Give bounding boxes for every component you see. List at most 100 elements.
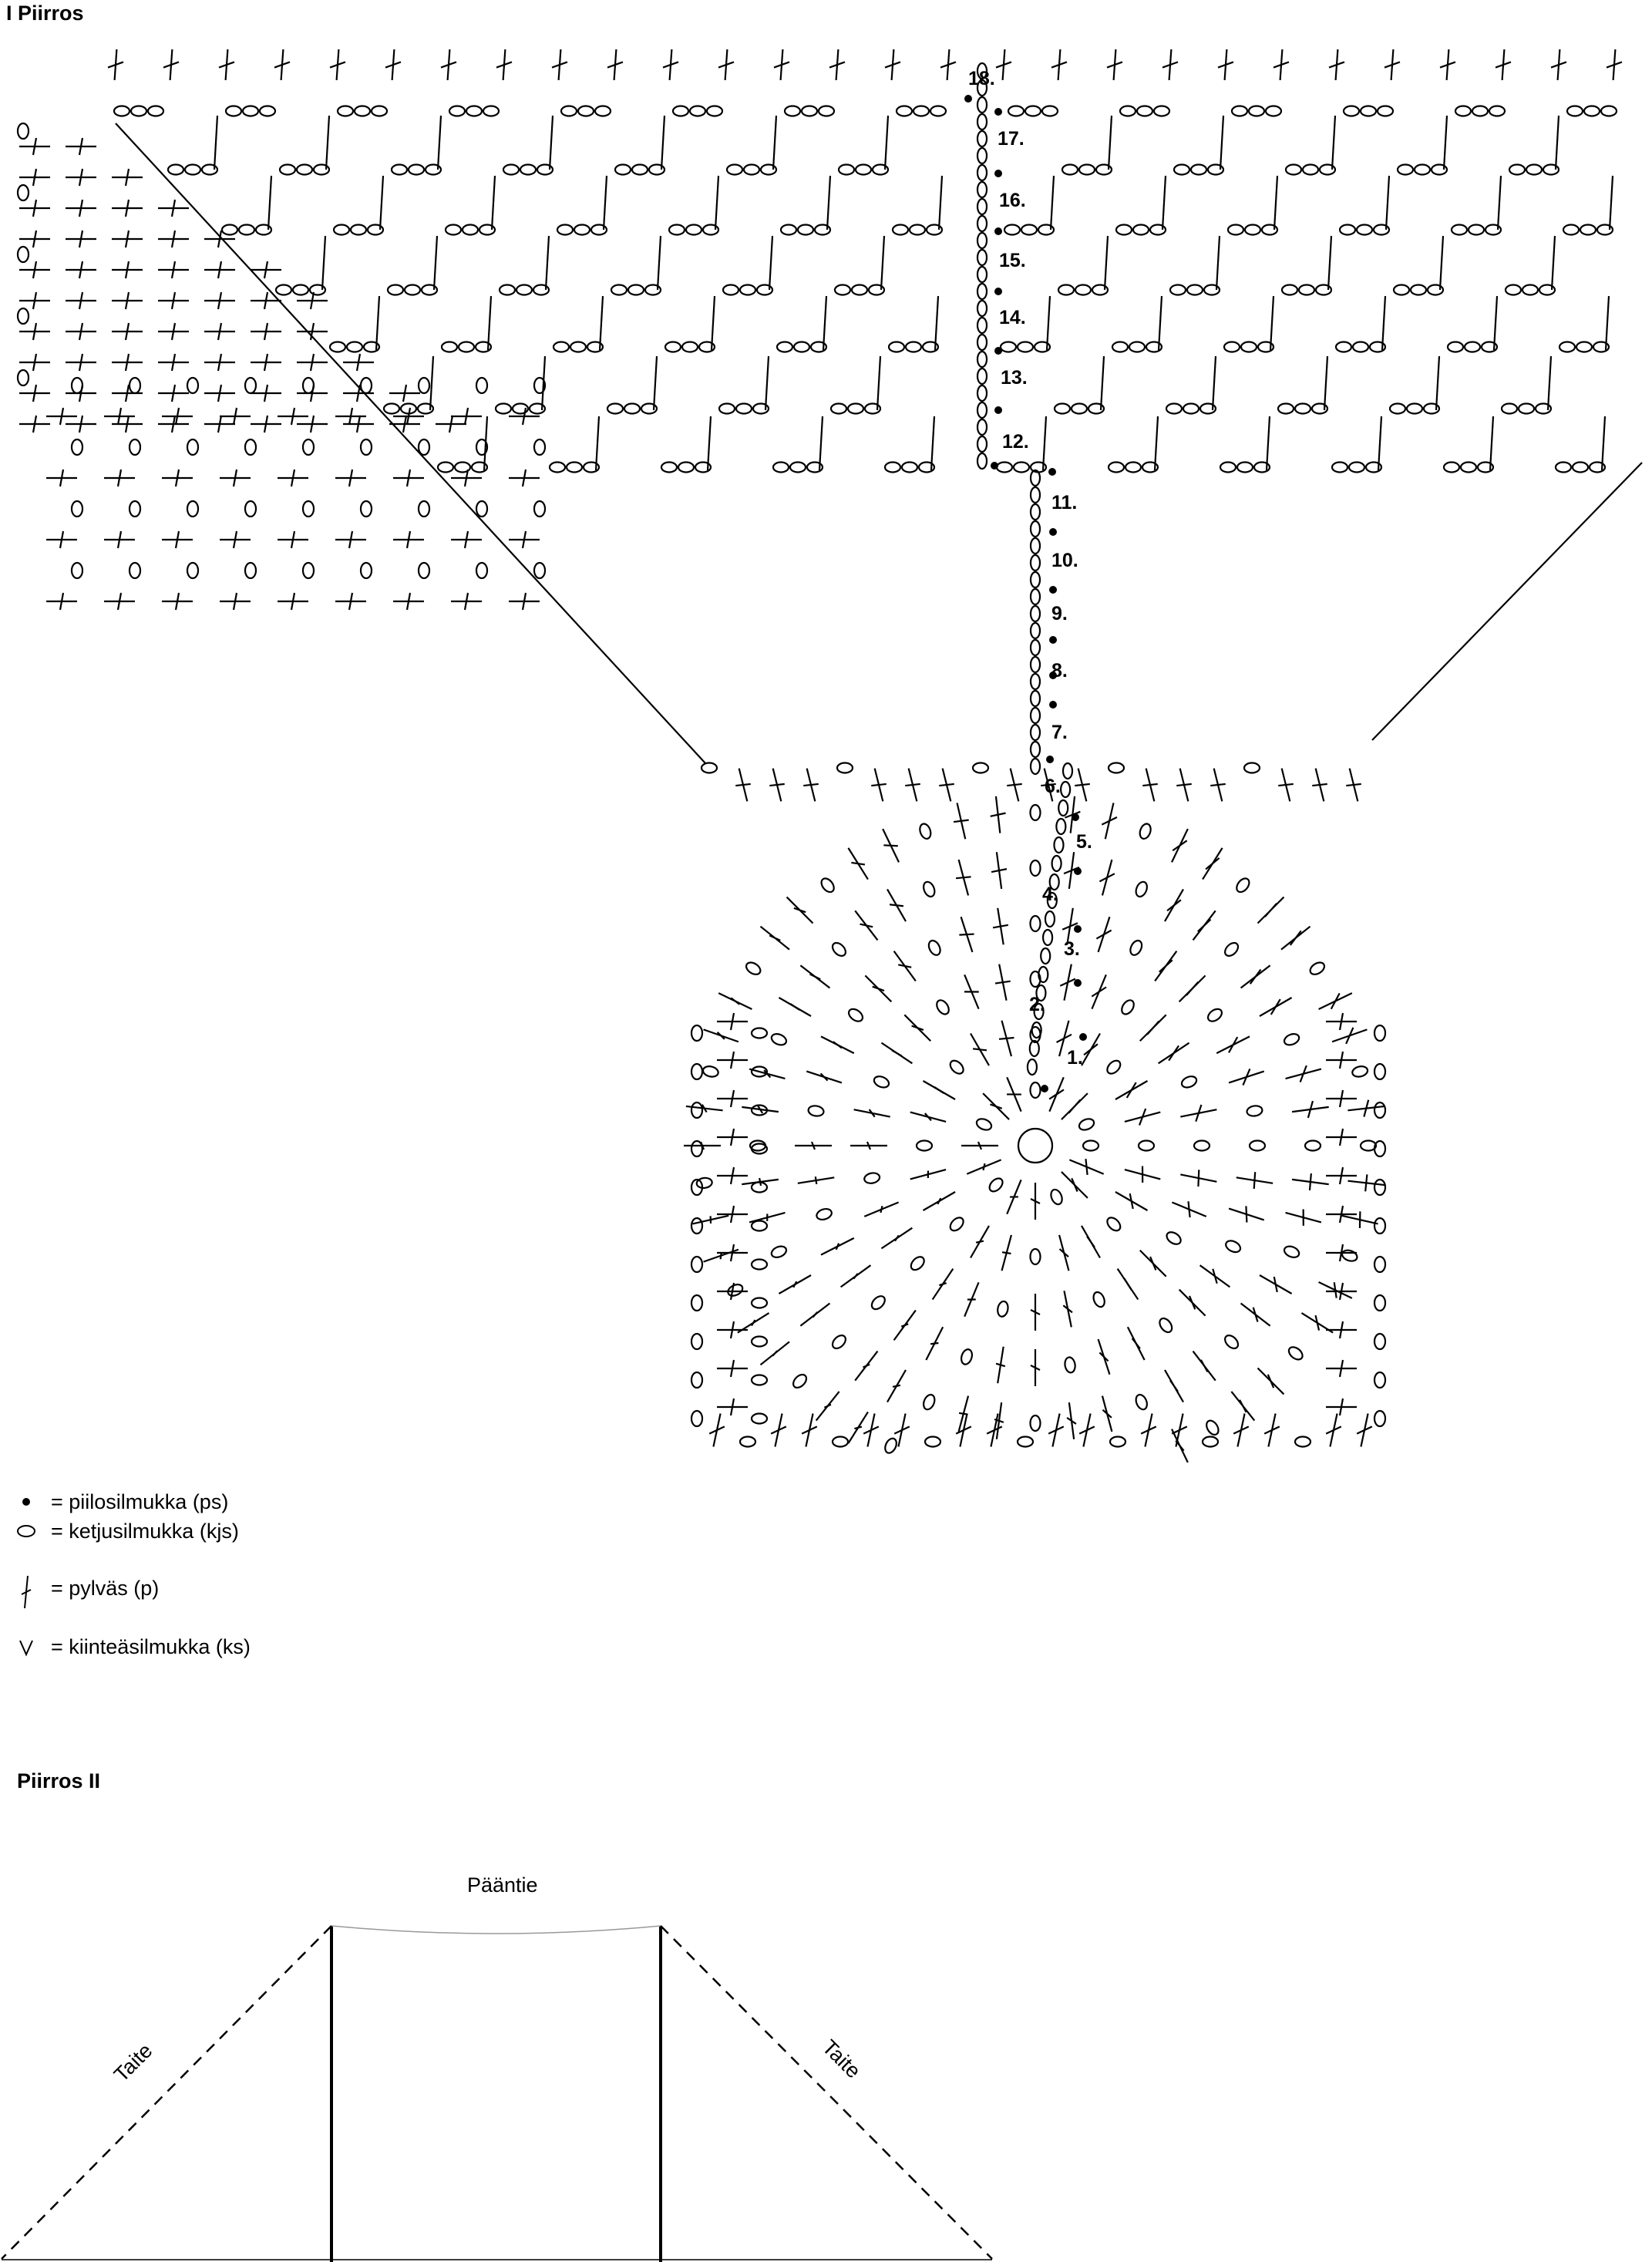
stick-icon <box>964 1281 980 1318</box>
stick-icon <box>1124 1108 1161 1126</box>
oval-icon <box>820 877 835 894</box>
stick-icon <box>1161 175 1167 231</box>
oval-icon <box>1180 1075 1198 1089</box>
oval-icon <box>976 231 988 250</box>
stick-icon <box>829 49 846 81</box>
oval-icon <box>1119 105 1137 117</box>
stick-icon <box>440 49 457 81</box>
dot-icon <box>994 170 1002 177</box>
stick-icon <box>1285 1065 1322 1082</box>
stick-icon <box>112 199 143 217</box>
stick-icon <box>1171 1429 1189 1463</box>
oval-icon <box>806 461 824 473</box>
oval-icon <box>850 284 869 296</box>
stick-icon <box>995 1346 1006 1384</box>
stick-icon <box>1065 796 1081 833</box>
oval-icon <box>1050 1188 1063 1206</box>
oval-icon <box>895 105 913 117</box>
oval-icon <box>887 341 906 353</box>
stick-icon <box>19 415 50 433</box>
oval-icon <box>702 224 720 236</box>
oval-icon <box>690 1139 704 1158</box>
row-number: 15. <box>999 250 1026 271</box>
oval-icon <box>533 561 547 580</box>
stick-icon <box>893 950 917 982</box>
oval-icon <box>1003 224 1021 236</box>
oval-icon <box>1442 461 1461 473</box>
oval-icon <box>1106 1217 1122 1232</box>
oval-icon <box>1248 1139 1267 1152</box>
oval-icon <box>631 163 649 176</box>
oval-icon <box>301 438 315 456</box>
stick-icon <box>1348 1099 1385 1117</box>
oval-icon <box>359 438 373 456</box>
stick-icon <box>274 49 291 81</box>
oval-icon <box>17 1525 35 1537</box>
stick-icon <box>1273 175 1279 231</box>
oval-icon <box>1092 1291 1105 1308</box>
oval-icon <box>1029 757 1041 776</box>
stick-icon <box>778 1274 812 1294</box>
stick-icon <box>1061 1171 1088 1199</box>
oval-icon <box>690 1101 704 1119</box>
row-number: 5. <box>1076 831 1092 853</box>
oval-icon <box>971 762 990 774</box>
oval-icon <box>16 369 30 387</box>
oval-icon <box>1115 224 1133 236</box>
stick-icon <box>1062 907 1078 945</box>
stick-icon <box>887 888 907 922</box>
stick-icon <box>1326 1128 1357 1146</box>
stick-icon <box>822 295 828 351</box>
stick-icon <box>1331 115 1337 170</box>
stick-icon <box>922 1080 956 1100</box>
oval-icon <box>1111 341 1129 353</box>
oval-icon <box>1061 163 1079 176</box>
stick-icon <box>251 291 281 310</box>
schematic-diagram <box>1 1925 993 2262</box>
stick-icon <box>204 230 235 248</box>
stick-icon <box>158 199 189 217</box>
stick-icon <box>910 1111 947 1123</box>
stick-icon <box>1126 1326 1146 1361</box>
stick-icon <box>925 1326 944 1361</box>
stick-icon <box>1318 1281 1353 1299</box>
oval-icon <box>1033 341 1051 353</box>
stick-icon <box>1326 1321 1357 1339</box>
oval-icon <box>552 341 570 353</box>
stick-icon <box>104 407 135 426</box>
stick-icon <box>1326 1244 1357 1262</box>
stick-icon <box>451 592 482 611</box>
stick-icon <box>717 1359 748 1378</box>
oval-icon <box>690 1294 704 1312</box>
stick-icon <box>1323 355 1329 411</box>
stick-icon <box>759 1341 790 1366</box>
oval-icon <box>220 224 239 236</box>
oval-icon <box>884 1437 897 1454</box>
oval-icon <box>475 438 489 456</box>
stick-icon <box>1285 1209 1322 1226</box>
stick-icon <box>1048 1413 1065 1447</box>
oval-icon <box>789 461 807 473</box>
oval-icon <box>817 105 836 117</box>
oval-icon <box>1426 284 1445 296</box>
stick-icon <box>1331 1027 1368 1045</box>
oval-icon <box>448 105 466 117</box>
oval-icon <box>831 1436 850 1448</box>
stick-icon <box>451 469 482 487</box>
stick-icon <box>1240 964 1271 989</box>
oval-icon <box>807 1105 825 1117</box>
stick-icon <box>799 964 831 989</box>
oval-icon <box>1504 284 1522 296</box>
oval-icon <box>873 1075 890 1089</box>
oval-icon <box>690 1178 704 1197</box>
stick-icon <box>1078 1413 1095 1447</box>
oval-icon <box>1348 461 1366 473</box>
dot-icon <box>1049 672 1057 679</box>
oval-icon <box>183 163 202 176</box>
stick-icon <box>335 407 366 426</box>
oval-icon <box>1026 1058 1038 1076</box>
stick-icon <box>1377 416 1383 471</box>
oval-icon <box>1203 284 1221 296</box>
stick-icon <box>880 1227 913 1250</box>
stick-icon <box>19 199 50 217</box>
